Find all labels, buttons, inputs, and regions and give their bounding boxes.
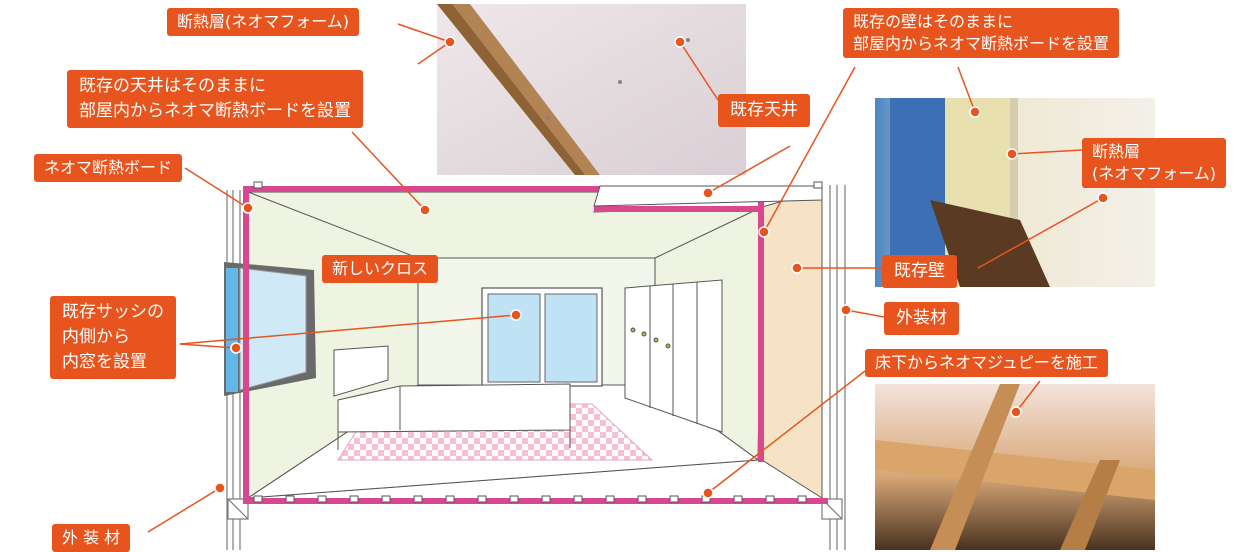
exterior-wall-right xyxy=(821,185,846,550)
label-exterior-material-left: 外 装 材 xyxy=(52,524,131,552)
neoma-insulation-board xyxy=(243,186,828,504)
label-existing-wall-board-line1: 既存の壁はそのままに xyxy=(853,12,1014,31)
label-floor-construction: 床下からネオマジュピーを施工 xyxy=(865,349,1108,377)
label-ceiling-insulation-layer: 断熱層(ネオマフォーム) xyxy=(167,8,360,36)
label-existing-ceiling-board-line1: 既存の天井はそのままに xyxy=(79,76,266,96)
closet xyxy=(624,279,723,433)
label-existing-ceiling-board-line2: 部屋内からネオマ断熱ボードを設置 xyxy=(79,101,351,121)
leader-lines xyxy=(147,23,1104,533)
label-exterior-material-right: 外装材 xyxy=(884,302,959,335)
label-inner-window-line3: 内窓を設置 xyxy=(62,352,147,372)
label-existing-wall-board-line2: 部屋内からネオマ断熱ボードを設置 xyxy=(853,34,1110,53)
joist-marks xyxy=(253,181,823,503)
inner-window xyxy=(224,262,316,396)
label-wall-insulation-layer-line1: 断熱層 xyxy=(1092,142,1141,161)
leader-dots xyxy=(214,36,1109,499)
label-new-cloth: 新しいクロス xyxy=(322,255,439,283)
label-existing-wall: 既存壁 xyxy=(882,255,957,288)
label-inner-window-line2: 内側から xyxy=(62,327,130,347)
label-existing-ceiling: 既存天井 xyxy=(718,94,810,127)
ceiling-photo xyxy=(437,4,746,175)
label-neoma-board: ネオマ断熱ボード xyxy=(34,154,183,182)
label-inner-window: 既存サッシの 内側から 内窓を設置 xyxy=(50,296,176,379)
label-wall-insulation-layer: 断熱層 (ネオマフォーム) xyxy=(1082,138,1227,188)
label-wall-insulation-layer-line2: (ネオマフォーム) xyxy=(1092,164,1217,183)
label-existing-ceiling-board: 既存の天井はそのままに 部屋内からネオマ断熱ボードを設置 xyxy=(67,70,363,128)
floor-photo xyxy=(875,384,1155,550)
label-inner-window-line1: 既存サッシの xyxy=(62,302,164,322)
wall-photo xyxy=(875,98,1155,287)
label-existing-wall-board: 既存の壁はそのままに 部屋内からネオマ断熱ボードを設置 xyxy=(843,8,1120,58)
bed xyxy=(333,345,571,450)
sliding-window xyxy=(481,287,603,387)
